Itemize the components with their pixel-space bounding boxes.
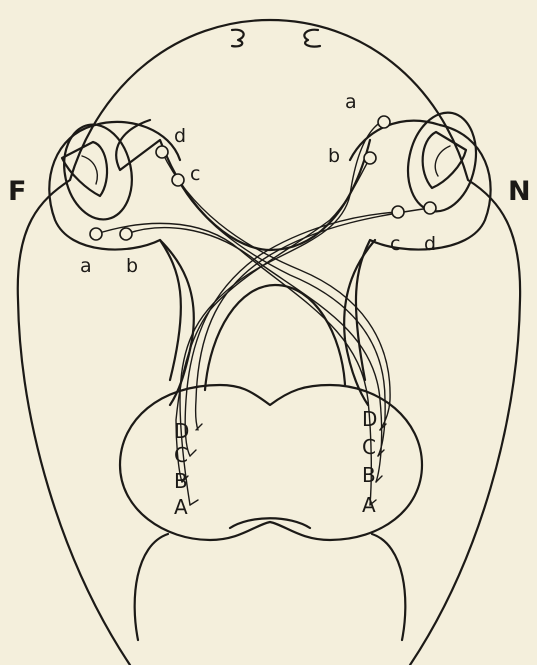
right-lens-icon: [423, 132, 466, 188]
forebrain-outline: [116, 120, 370, 250]
left-tectum-label-A: A: [174, 495, 188, 519]
left-eye-cup: [49, 125, 181, 380]
inner-arch: [205, 285, 345, 390]
left-tectum-label-B: B: [174, 469, 188, 493]
right-lens-detail: [435, 146, 450, 176]
left-eye-label-c: c: [190, 163, 200, 185]
right-tectum-label-A: A: [362, 493, 376, 517]
right-nostril: [304, 30, 320, 47]
left-eye-point-a: [90, 228, 102, 240]
left-lens-detail: [82, 156, 97, 184]
right-eye-point-a: [378, 116, 390, 128]
tectum-terminals: [182, 424, 386, 505]
right-eye-socket: [399, 106, 484, 218]
side-label-right: N: [508, 176, 531, 207]
left-eye-point-c: [172, 174, 184, 186]
left-eye-point-d: [156, 146, 168, 158]
left-eye-label-b: b: [126, 255, 138, 277]
left-tectum-label-C: C: [174, 443, 188, 467]
left-tectum-label-D: D: [174, 419, 189, 443]
right-eye-point-c: [392, 206, 404, 218]
right-tectum-label-D: D: [362, 407, 377, 431]
hindbrain-top: [230, 518, 310, 528]
right-eye-label-b: b: [328, 145, 340, 167]
optic-fibres: [96, 120, 430, 505]
right-eye-point-d: [424, 202, 436, 214]
right-tectum-label-B: B: [362, 463, 376, 487]
head-outline: [18, 20, 520, 665]
left-nostril: [232, 30, 244, 47]
side-label-left: F: [8, 176, 26, 207]
left-eye-point-b: [120, 228, 132, 240]
right-eye-label-d: d: [424, 233, 436, 255]
right-eye-label-c: c: [390, 233, 400, 255]
hindbrain-outline: [135, 534, 406, 640]
left-eye-label-d: d: [174, 125, 186, 147]
left-optic-tract: [160, 240, 194, 405]
right-eye-point-b: [364, 152, 376, 164]
left-eye-socket: [56, 118, 141, 226]
right-tectum-label-C: C: [362, 435, 376, 459]
left-eye-label-a: a: [80, 255, 92, 277]
left-eye-points: [90, 146, 184, 240]
right-eye-label-a: a: [345, 91, 357, 113]
